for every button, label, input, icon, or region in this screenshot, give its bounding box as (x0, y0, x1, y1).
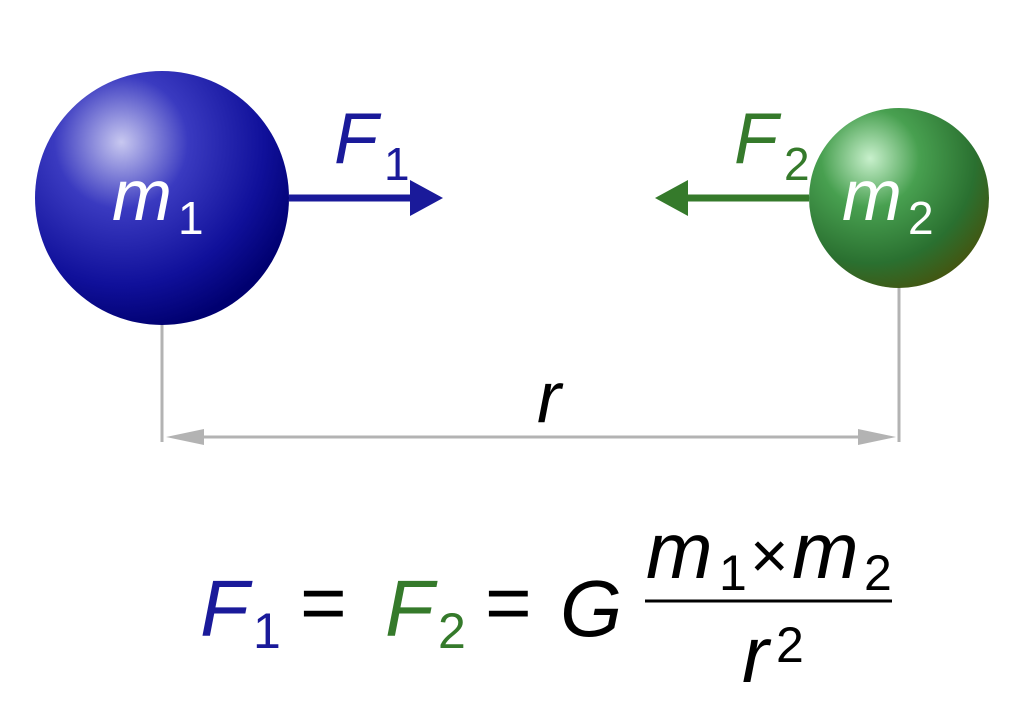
force-1: F 1 (289, 99, 443, 216)
times-sign: × (750, 518, 789, 592)
sphere-2 (809, 108, 989, 288)
formula-f1: F (200, 564, 253, 653)
distance-label: r (537, 358, 564, 438)
formula-gravitational-constant: G (560, 564, 622, 653)
gravitation-formula: F 1 = F 2 = G m 1 × m 2 r 2 (200, 506, 892, 699)
formula-f2-subscript: 2 (438, 603, 466, 659)
arrowhead-left-icon (166, 429, 204, 445)
numerator-m1: m (646, 506, 713, 595)
denominator-r: r (742, 610, 772, 699)
numerator-m2: m (792, 506, 859, 595)
sphere-1 (35, 71, 289, 325)
force-1-label: F (334, 99, 382, 179)
arrow-left-icon (655, 180, 688, 216)
formula-equals-2: = (485, 558, 532, 647)
numerator-m2-subscript: 2 (864, 545, 892, 601)
numerator-m1-subscript: 1 (719, 545, 747, 601)
arrow-right-icon (410, 180, 443, 216)
force-1-subscript: 1 (384, 138, 410, 190)
force-2-label: F (734, 99, 782, 179)
formula-f2: F (385, 564, 438, 653)
mass-2-label: m (842, 156, 902, 236)
formula-f1-subscript: 1 (253, 603, 281, 659)
mass-1: m 1 (35, 71, 289, 325)
distance-dimension: r (160, 288, 901, 445)
force-2: F 2 (655, 99, 810, 216)
mass-1-label: m (112, 156, 172, 236)
mass-2-subscript: 2 (908, 192, 934, 244)
mass-2: m 2 (809, 108, 989, 288)
denominator-exponent: 2 (776, 617, 804, 673)
arrowhead-right-icon (858, 429, 896, 445)
mass-1-subscript: 1 (178, 192, 204, 244)
force-2-subscript: 2 (784, 138, 810, 190)
formula-equals-1: = (300, 558, 347, 647)
